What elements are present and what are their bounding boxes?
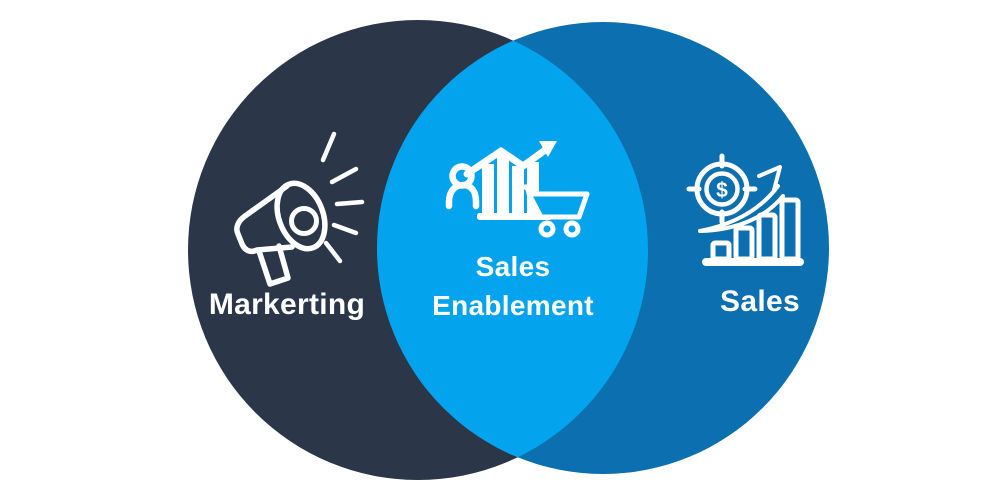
megaphone-bell <box>274 180 328 252</box>
ascending-bars-icon <box>702 197 804 266</box>
dollar-target-growth-arrow-bars-icon: $ <box>686 153 804 266</box>
dollar-target-icon: $ <box>686 153 758 225</box>
megaphone-icon <box>234 131 365 287</box>
growth-chart-shopping-cart-person-icon <box>445 141 590 238</box>
sales-enablement-label: Sales Enablement <box>432 251 594 321</box>
growth-arrow-icon <box>698 165 785 233</box>
megaphone-sound-rays <box>320 131 365 264</box>
megaphone-bell-inner <box>289 206 319 236</box>
megaphone-cone <box>234 183 295 255</box>
person-body-icon <box>445 181 480 210</box>
shopping-cart-icon <box>515 184 590 238</box>
sales-label: Sales <box>720 285 800 318</box>
marketing-label: Markerting <box>208 288 366 321</box>
dollar-sign: $ <box>716 179 728 202</box>
overlap-region <box>377 22 648 474</box>
trend-line <box>463 144 552 178</box>
megaphone-handle <box>256 243 291 287</box>
trend-arrowhead <box>539 141 557 157</box>
